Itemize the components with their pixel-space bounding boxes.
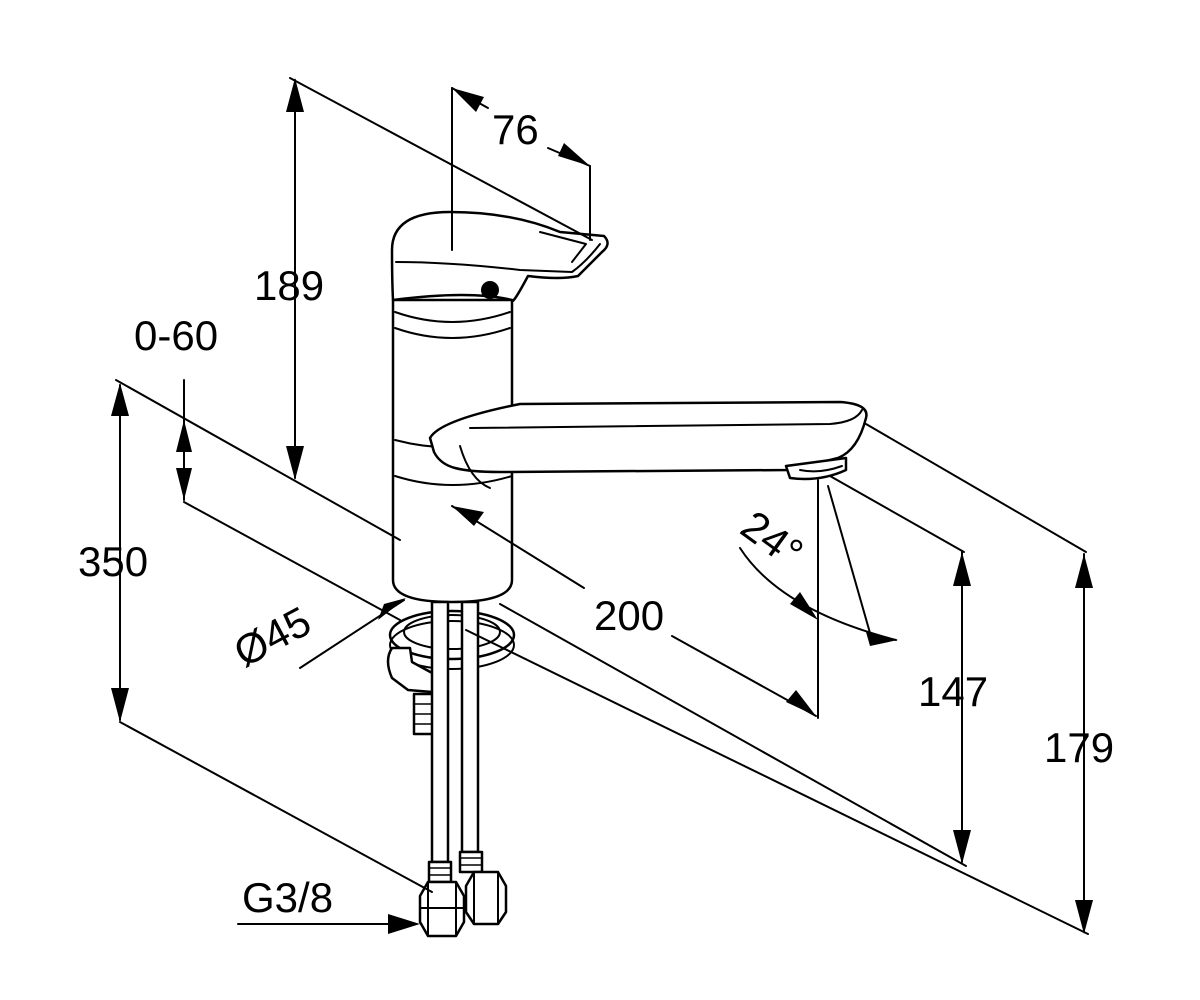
label-179: 179 xyxy=(1044,724,1114,771)
label-189: 189 xyxy=(254,262,324,309)
dimension-labels: 76 189 0-60 350 Ø45 200 24° 147 179 G3/8 xyxy=(78,106,1114,921)
label-147: 147 xyxy=(918,668,988,715)
lever-screw-icon xyxy=(481,281,499,299)
faucet-body xyxy=(386,210,868,938)
label-0-60: 0-60 xyxy=(134,312,218,359)
supply-hose-left xyxy=(430,600,450,864)
mounting-ring xyxy=(388,609,516,661)
fixing-bracket xyxy=(386,646,436,694)
label-350: 350 xyxy=(78,538,148,585)
label-200: 200 xyxy=(594,592,664,639)
supply-hose-right xyxy=(460,600,480,854)
faucet-spout xyxy=(428,400,868,474)
dimension-lines xyxy=(111,77,1093,935)
hex-nut-right xyxy=(464,870,508,926)
label-g3-8: G3/8 xyxy=(242,874,333,921)
label-76: 76 xyxy=(492,106,539,153)
lever-handle xyxy=(390,210,609,303)
spout-aerator xyxy=(784,456,848,481)
label-24-degrees: 24° xyxy=(733,501,812,576)
